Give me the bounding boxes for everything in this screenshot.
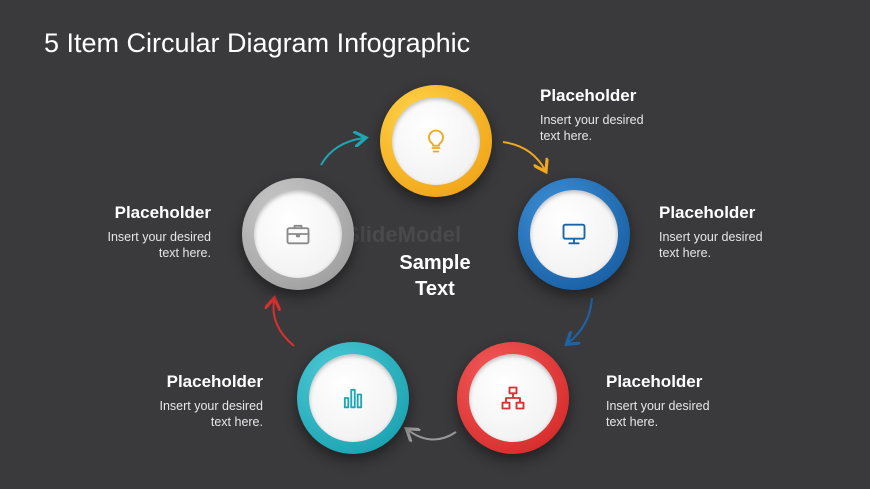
arrow-gray-to-yellow <box>320 138 364 166</box>
center-text-line2: Text <box>415 278 455 300</box>
item-description: Insert your desired text here. <box>103 398 263 430</box>
item-description-line2: text here. <box>210 415 263 429</box>
label-item-4: Placeholder Insert your desired text her… <box>103 372 263 430</box>
item-description-line1: Insert your desired <box>159 399 263 413</box>
node-gray <box>242 178 354 290</box>
item-description-line2: text here. <box>158 246 211 260</box>
item-description-line2: text here. <box>606 415 659 429</box>
arrow-yellow-to-blue <box>502 141 545 170</box>
item-heading: Placeholder <box>540 86 637 105</box>
item-description-line2: text here. <box>659 246 712 260</box>
item-description-line1: Insert your desired <box>107 230 211 244</box>
item-description: Insert your desired text here. <box>659 229 763 261</box>
item-heading: Placeholder <box>659 203 756 222</box>
item-description-line1: Insert your desired <box>606 399 710 413</box>
label-item-1: Placeholder Insert your desired text her… <box>540 86 644 144</box>
slide-title: 5 Item Circular Diagram Infographic <box>44 28 471 58</box>
briefcase-icon <box>286 224 310 245</box>
lightbulb-icon <box>428 129 444 153</box>
hierarchy-icon <box>501 386 525 410</box>
item-description: Insert your desired text here. <box>540 112 644 144</box>
item-description-line1: Insert your desired <box>659 230 763 244</box>
node-red <box>457 342 569 454</box>
bar-chart-icon <box>343 388 363 409</box>
label-item-2: Placeholder Insert your desired text her… <box>659 203 763 261</box>
item-description: Insert your desired text here. <box>51 229 211 261</box>
arrow-blue-to-red <box>568 297 593 343</box>
item-description-line1: Insert your desired <box>540 113 644 127</box>
center-text-line1: Sample <box>399 252 471 274</box>
item-description-line2: text here. <box>540 129 593 143</box>
watermark: SlideModel <box>345 222 462 247</box>
label-item-5: Placeholder Insert your desired text her… <box>51 203 211 261</box>
item-heading: Placeholder <box>606 372 703 391</box>
node-yellow <box>380 85 492 197</box>
item-description: Insert your desired text here. <box>606 398 710 430</box>
label-item-3: Placeholder Insert your desired text her… <box>606 372 710 430</box>
monitor-icon <box>562 223 586 245</box>
center-text: Sample Text <box>375 250 495 302</box>
node-teal <box>297 342 409 454</box>
item-heading: Placeholder <box>166 372 263 391</box>
item-heading: Placeholder <box>114 203 211 222</box>
node-blue <box>518 178 630 290</box>
arrow-teal-to-gray <box>273 300 295 347</box>
arrow-red-to-teal <box>408 430 457 440</box>
